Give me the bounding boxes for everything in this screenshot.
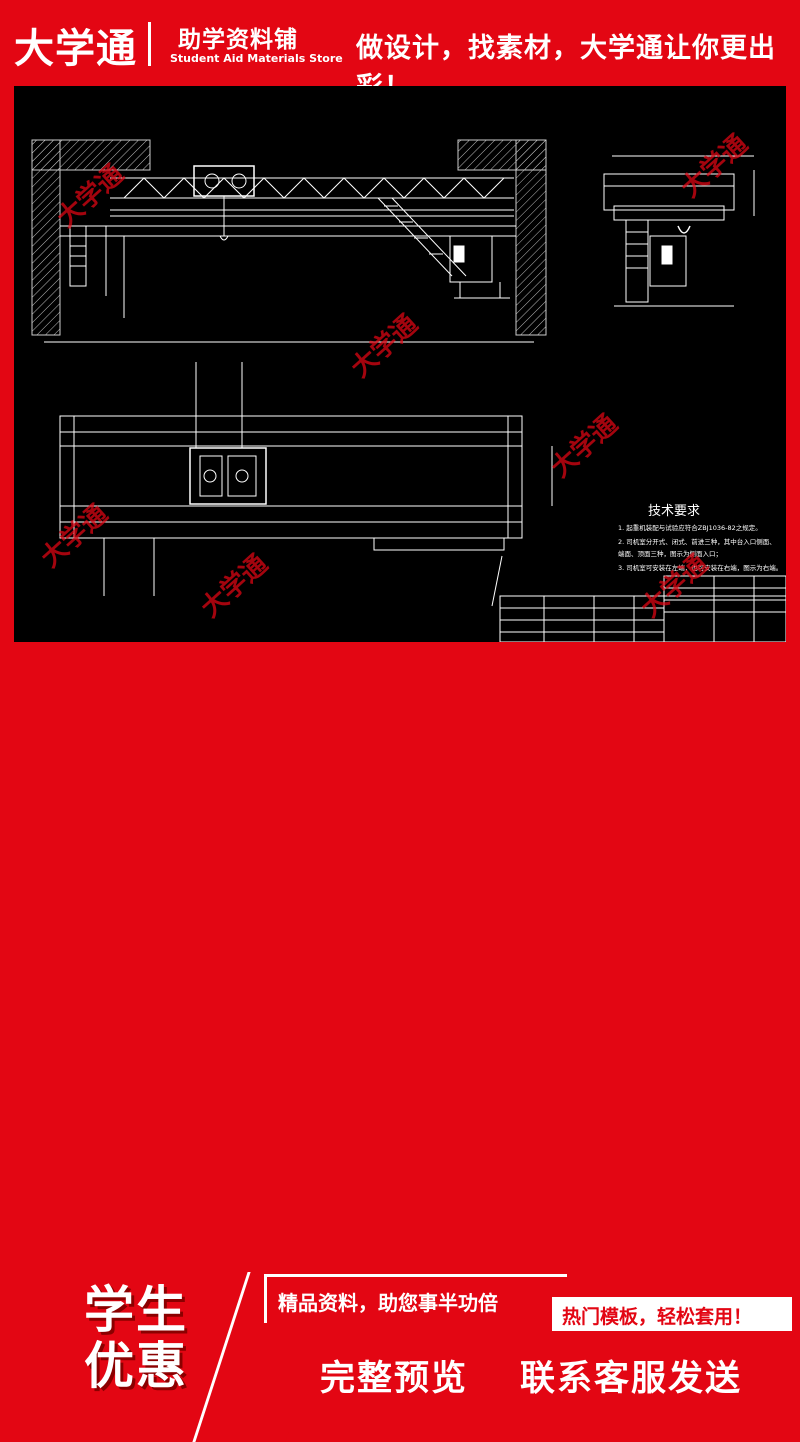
cad-drawing: 技术要求 1. 起重机装配与试验应符合ZBJ1036-82之规定。 2. 司机室… <box>14 86 786 642</box>
technical-requirement-line: 2. 司机室分开式、闭式、前进三种，其中台入口侧面、 <box>618 538 776 546</box>
technical-requirement-line: 1. 起重机装配与试验应符合ZBJ1036-82之规定。 <box>618 524 762 532</box>
store-name-english: Student Aid Materials Store <box>170 52 343 65</box>
promo-footer: 学生 优惠 精品资料，助您事半功倍 热门模板，轻松套用！ 完整预览 联系客服发送 <box>0 632 800 1442</box>
promo-tag-text: 热门模板，轻松套用！ <box>562 1306 753 1328</box>
header-banner: 大学通 助学资料铺 Student Aid Materials Store 做设… <box>0 0 800 103</box>
crane-drawing-svg <box>31 139 786 642</box>
badge-line: 优惠 <box>84 1337 188 1395</box>
header-divider <box>148 22 151 66</box>
contact-service-text: 联系客服发送 <box>520 1359 743 1399</box>
technical-requirement-line: 3. 司机室可安装在左端，也可安装在右端，图示为右端。 <box>618 564 783 572</box>
brand-logo: 大学通 <box>14 26 137 72</box>
store-name: 助学资料铺 <box>178 27 298 53</box>
badge-line: 学生 <box>84 1281 188 1339</box>
promo-tag-box: 热门模板，轻松套用！ <box>552 1297 792 1331</box>
front-elevation <box>31 139 786 642</box>
student-discount-badge: 学生 优惠 <box>56 1282 216 1394</box>
technical-requirement-line: 端面、顶面三种，图示为侧面入口； <box>618 550 722 558</box>
full-preview-text: 完整预览 <box>320 1359 469 1399</box>
technical-requirements-title: 技术要求 <box>648 504 701 519</box>
promo-tagline: 精品资料，助您事半功倍 <box>278 1291 498 1315</box>
